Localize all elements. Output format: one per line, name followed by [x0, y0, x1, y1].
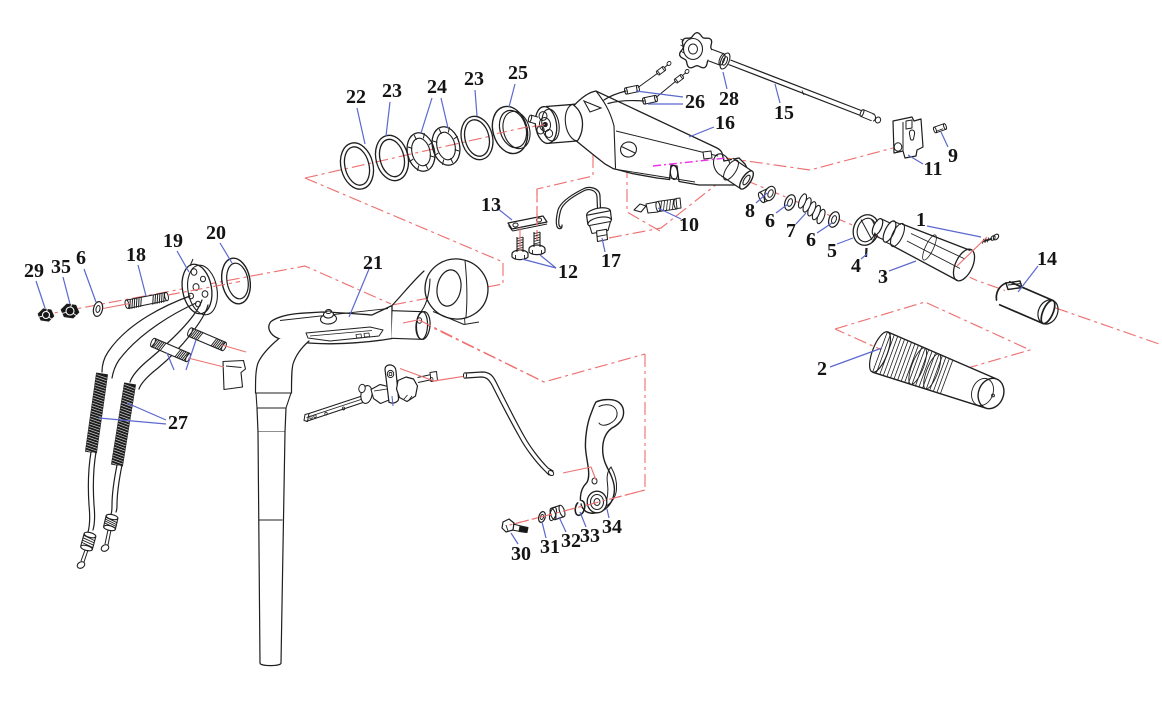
- svg-text:6: 6: [76, 247, 86, 269]
- svg-text:32: 32: [561, 530, 581, 552]
- svg-text:18: 18: [126, 244, 146, 266]
- svg-text:23: 23: [382, 80, 402, 102]
- svg-text:15: 15: [774, 102, 794, 124]
- svg-text:35: 35: [51, 256, 71, 278]
- svg-text:12: 12: [558, 261, 578, 283]
- svg-text:21: 21: [363, 252, 383, 274]
- svg-text:14: 14: [1037, 248, 1057, 270]
- svg-text:29: 29: [24, 260, 44, 282]
- svg-text:11: 11: [924, 158, 943, 180]
- svg-text:19: 19: [163, 230, 183, 252]
- svg-text:3: 3: [878, 266, 888, 288]
- svg-text:6: 6: [806, 229, 816, 251]
- svg-text:33: 33: [580, 525, 600, 547]
- svg-text:1: 1: [916, 209, 926, 231]
- svg-text:8: 8: [745, 200, 755, 222]
- svg-text:10: 10: [679, 214, 699, 236]
- svg-text:30: 30: [511, 543, 531, 565]
- svg-text:25: 25: [508, 62, 528, 84]
- svg-text:22: 22: [346, 86, 366, 108]
- svg-text:26: 26: [685, 91, 705, 113]
- svg-text:7: 7: [786, 220, 796, 242]
- svg-text:2: 2: [817, 358, 827, 380]
- svg-text:16: 16: [715, 112, 735, 134]
- svg-text:5: 5: [827, 240, 837, 262]
- svg-text:20: 20: [206, 222, 226, 244]
- svg-text:9: 9: [948, 145, 958, 167]
- svg-text:31: 31: [540, 536, 560, 558]
- svg-text:27: 27: [168, 412, 188, 434]
- svg-text:23: 23: [464, 68, 484, 90]
- svg-text:24: 24: [427, 76, 447, 98]
- svg-text:4: 4: [851, 255, 861, 277]
- svg-text:34: 34: [602, 516, 622, 538]
- svg-text:6: 6: [765, 210, 775, 232]
- svg-text:17: 17: [601, 250, 621, 272]
- svg-text:13: 13: [481, 194, 501, 216]
- svg-text:28: 28: [719, 88, 739, 110]
